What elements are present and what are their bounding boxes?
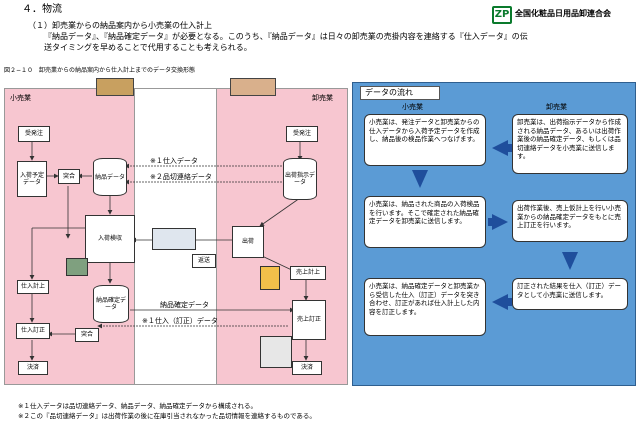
org-name: 全国化粧品日用品卸連合会 bbox=[515, 9, 611, 18]
retail-label: 小売業 bbox=[10, 94, 31, 102]
worker-icon bbox=[260, 266, 280, 290]
flow-box-retail-3: 小売業は、納品確定データと卸売業から受信した仕入（訂正）データを突き合わせ、訂正… bbox=[364, 278, 486, 336]
wholesale-label: 卸売業 bbox=[312, 94, 333, 102]
node-arrival-data: 入荷予定データ bbox=[17, 161, 47, 197]
node-shipping: 出荷 bbox=[232, 226, 264, 258]
flow-box-retail-2: 小売業は、納品された商品の入荷検品を行います。そこで確定された納品確定データを卸… bbox=[364, 196, 486, 248]
edge-label-confirmed-data: 納品確定データ bbox=[160, 301, 209, 309]
node-return: 返送 bbox=[192, 254, 216, 268]
node-matching: 突合 bbox=[58, 169, 80, 184]
node-purchase-correction: 仕入訂正 bbox=[16, 323, 50, 339]
node-receiving-inspection: 入荷検収 bbox=[85, 215, 135, 263]
data-flow-title: データの流れ bbox=[360, 86, 440, 100]
edge-label-shortage-data: ※２品切連絡データ bbox=[150, 173, 212, 181]
section-heading: ４．物流 bbox=[22, 4, 62, 15]
node-confirmed-data: 納品確定データ bbox=[93, 285, 129, 323]
flow-col-retail: 小売業 bbox=[402, 103, 423, 111]
flow-box-wholesale-3: 訂正された結果を仕入（訂正）データとして小売業に送信します。 bbox=[512, 278, 628, 310]
node-order-retail: 受発注 bbox=[18, 126, 50, 142]
node-settlement-wholesale: 決済 bbox=[292, 361, 322, 375]
retail-building-icon bbox=[96, 78, 134, 96]
scanner-icon bbox=[66, 258, 88, 276]
warehouse-building-icon bbox=[230, 78, 276, 96]
truck-icon bbox=[152, 228, 196, 250]
flow-box-wholesale-2: 出荷作業後、売上仮計上を行い小売業からの納品確定データをもとに売上訂正を行います… bbox=[512, 200, 628, 242]
figure-title: 図２−１０ 卸売業からの納品案内から仕入計上までのデータ交換形態 bbox=[4, 67, 196, 74]
node-settlement-retail: 決済 bbox=[18, 361, 48, 375]
intro-line-2: 送タイミングを早めることで代用することも考えられる。 bbox=[44, 43, 252, 52]
node-purchase-posting: 仕入計上 bbox=[17, 280, 49, 294]
flow-box-retail-1: 小売業は、発注データと卸売業からの仕入データから入荷予定データを作成し、納品後の… bbox=[364, 114, 486, 166]
footnote-1: ※１仕入データは品切連絡データ、納品データ、納品確定データから構成される。 bbox=[18, 402, 258, 410]
node-sales-correction: 売上訂正 bbox=[292, 300, 326, 340]
flow-box-wholesale-1: 卸売業は、出荷指示データから作成される納品データ、あるいは出荷作業後の納品確定デ… bbox=[512, 114, 628, 174]
org-logo: ZP bbox=[492, 6, 512, 24]
node-sales-posting: 売上計上 bbox=[290, 266, 326, 280]
node-order-wholesale: 受発注 bbox=[286, 126, 318, 142]
footnote-2: ※２この『品切連絡データ』は出荷作業の後に在庫引当されなかった品切情報を連絡する… bbox=[18, 412, 316, 420]
node-matching-2: 突合 bbox=[75, 328, 99, 342]
node-shipping-instruction-data: 出荷指示データ bbox=[283, 158, 317, 200]
computer-operator-icon bbox=[260, 336, 292, 368]
flow-col-wholesale: 卸売業 bbox=[546, 103, 567, 111]
subsection-heading: （１）卸売業からの納品案内から小売業の仕入計上 bbox=[28, 21, 212, 30]
edge-label-purchase-correction-data: ※１仕入（訂正）データ bbox=[142, 317, 218, 325]
node-delivery-data: 納品データ bbox=[93, 158, 127, 196]
edge-label-purchase-data: ※１仕入データ bbox=[150, 157, 198, 165]
intro-line-1: 『納品データ』、『納品確定データ』が必要となる。このうち、『納品データ』は日々の… bbox=[44, 32, 528, 41]
flow-arrows bbox=[412, 140, 578, 310]
